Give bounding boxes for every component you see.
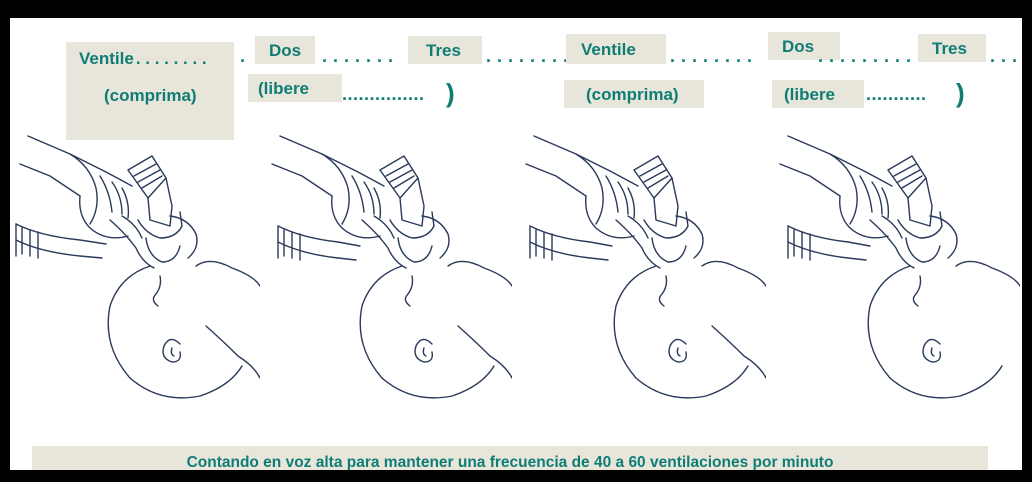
dots-libere-tail-2: ........... xyxy=(866,84,927,104)
label-box-ventile-comprima-1: Ventile . . . . . . . . (comprima) xyxy=(66,42,234,140)
label-tres-2: Tres xyxy=(932,38,967,58)
label-tres-1: Tres xyxy=(426,40,461,60)
dots-after-ventile-1: . . . . . . . . xyxy=(135,49,207,68)
caption-bar: Contando en voz alta para mantener una f… xyxy=(32,446,988,470)
label-box-dos-1: Dos xyxy=(255,36,315,64)
label-dos-1: Dos xyxy=(269,40,302,60)
bag-mask-ventilation-drawing xyxy=(15,135,261,399)
bag-mask-ventilation-drawing xyxy=(525,135,767,399)
dots-after-dos-1: . . . . . . . xyxy=(322,46,394,66)
label-comprima-2: (comprima) xyxy=(586,84,679,104)
label-ventile-1: Ventile xyxy=(79,49,134,68)
label-comprima-1: (comprima) xyxy=(104,86,197,105)
label-box-tres-1: Tres xyxy=(408,36,482,64)
label-box-tres-2: Tres xyxy=(918,34,986,62)
label-ventile-2: Ventile xyxy=(581,39,636,59)
dots-libere-tail-1: ............... xyxy=(342,84,425,104)
label-dos-2: Dos xyxy=(782,36,815,56)
close-paren-1: ) xyxy=(446,78,456,108)
label-box-dos-2: Dos xyxy=(768,32,840,60)
label-box-comprima-2: (comprima) xyxy=(564,80,704,108)
dots-after-ventile-2: . . . . . . . . xyxy=(670,46,753,66)
slide-canvas: Ventile . . . . . . . . (comprima) . Dos… xyxy=(10,18,1022,470)
dots-after-dos-2: . . . . . . . . . xyxy=(818,46,912,66)
illustration-ventilation-1 xyxy=(10,116,261,426)
label-libere-1: (libere xyxy=(258,78,310,98)
illustration-ventilation-3 xyxy=(516,116,767,426)
label-libere-2: (libere xyxy=(784,84,836,104)
label-box-ventile-2: Ventile xyxy=(566,34,666,64)
dots-after-tres-2: . . . xyxy=(990,46,1018,66)
close-paren-2: ) xyxy=(956,78,966,108)
caption-text: Contando en voz alta para mantener una f… xyxy=(186,454,834,470)
illustration-ventilation-4 xyxy=(770,116,1021,426)
illustration-ventilation-2 xyxy=(262,116,513,426)
bag-mask-ventilation-drawing xyxy=(779,135,1021,399)
dots-gap-1: . xyxy=(240,46,246,66)
dots-after-tres-1: . . . . . . . . xyxy=(486,46,569,66)
label-box-libere-2: (libere xyxy=(772,80,864,108)
bag-mask-ventilation-drawing xyxy=(271,135,513,399)
label-box-libere-1: (libere xyxy=(248,74,342,102)
